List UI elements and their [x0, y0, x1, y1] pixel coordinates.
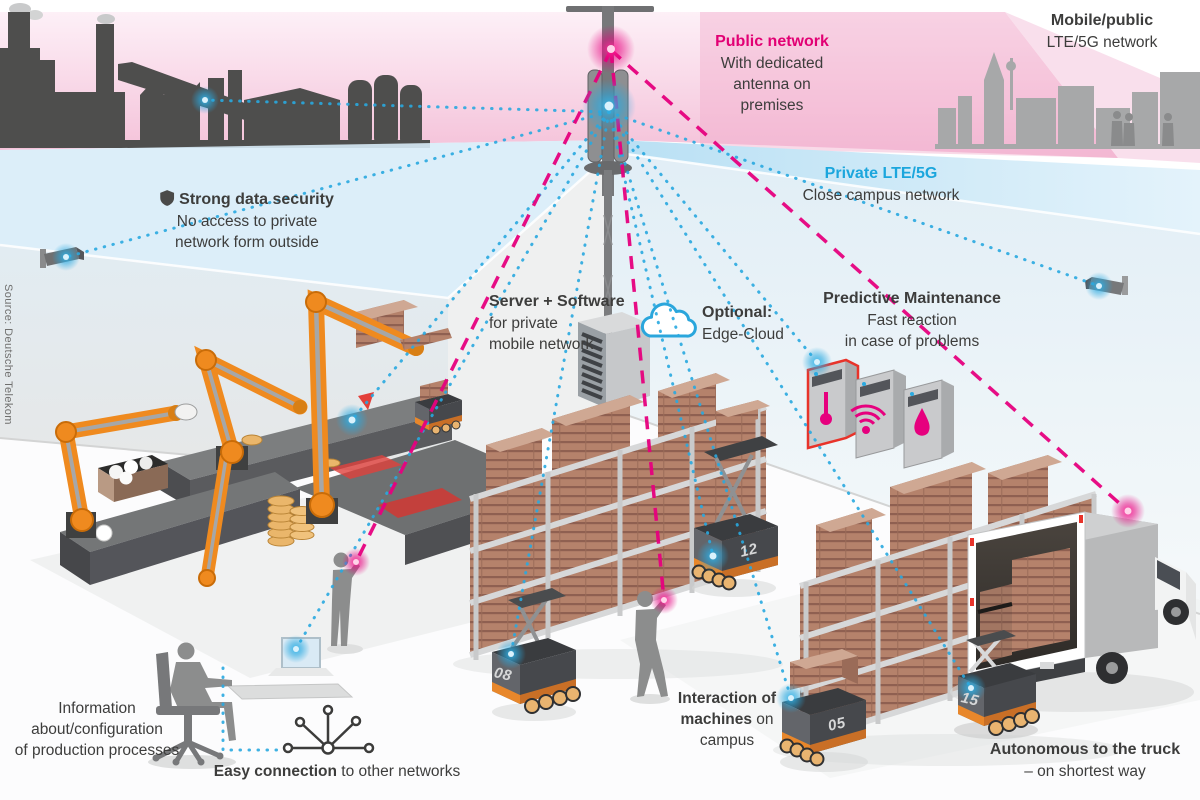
- pedestrian-silhouettes: [1111, 111, 1174, 146]
- agv-15-number: 15: [959, 689, 981, 710]
- shield-icon: [160, 190, 175, 206]
- cloud-icon: [640, 302, 697, 338]
- label-predictive-maintenance: Predictive Maintenance Fast reaction in …: [823, 290, 1001, 350]
- label-production-info: Information about/configuration of produ…: [14, 700, 180, 760]
- public-network-rays: [354, 48, 1130, 601]
- robot-arm-3: [305, 289, 452, 524]
- city-skyline: [935, 52, 1200, 149]
- robot-arms: [55, 289, 462, 587]
- label-edge-cloud: Optional: Edge-Cloud: [702, 304, 784, 343]
- pm-machine-3: [903, 379, 954, 469]
- network-hub-icon: [282, 704, 375, 755]
- safety-zone: [330, 455, 402, 479]
- label-data-security: Strong data security No access to privat…: [160, 189, 334, 253]
- label-public-network: Public network With dedicated antenna on…: [715, 33, 829, 114]
- label-machine-interaction: Interaction of machines on campus: [677, 690, 777, 750]
- robot-arm-2: [194, 345, 308, 587]
- truck-cargo: [1012, 548, 1070, 652]
- agv-05: [779, 649, 868, 772]
- connection-glows: [52, 25, 1145, 713]
- label-server-software: Server + Software for private mobile net…: [489, 293, 625, 353]
- office-chair: [152, 652, 224, 766]
- laptop-base: [268, 668, 334, 676]
- label-autonomous-truck: Autonomous to the truck – on shortest wa…: [989, 741, 1181, 780]
- source-credit: Source: Deutsche Telekom: [2, 284, 14, 425]
- server-cabinet: [578, 312, 650, 408]
- plank-stack-top: [356, 300, 418, 319]
- label-easy-connection: Easy connection to other networks: [213, 763, 461, 780]
- label-mobile-public: Mobile/public LTE/5G network: [1046, 12, 1158, 51]
- robot-arm-1: [55, 403, 198, 538]
- worker-in-aisle: [630, 591, 670, 704]
- agv-08-number: 08: [492, 664, 514, 685]
- label-private-lte: Private LTE/5G Close campus network: [802, 165, 960, 204]
- door-markers: [970, 515, 1083, 606]
- pm-machine-2: [850, 369, 906, 459]
- private-network-rays: [64, 98, 1101, 752]
- parts-box: [95, 455, 168, 542]
- vibration-icon: [850, 404, 887, 425]
- safety-zone: [378, 488, 462, 518]
- coolant-drop-icon: [914, 408, 930, 436]
